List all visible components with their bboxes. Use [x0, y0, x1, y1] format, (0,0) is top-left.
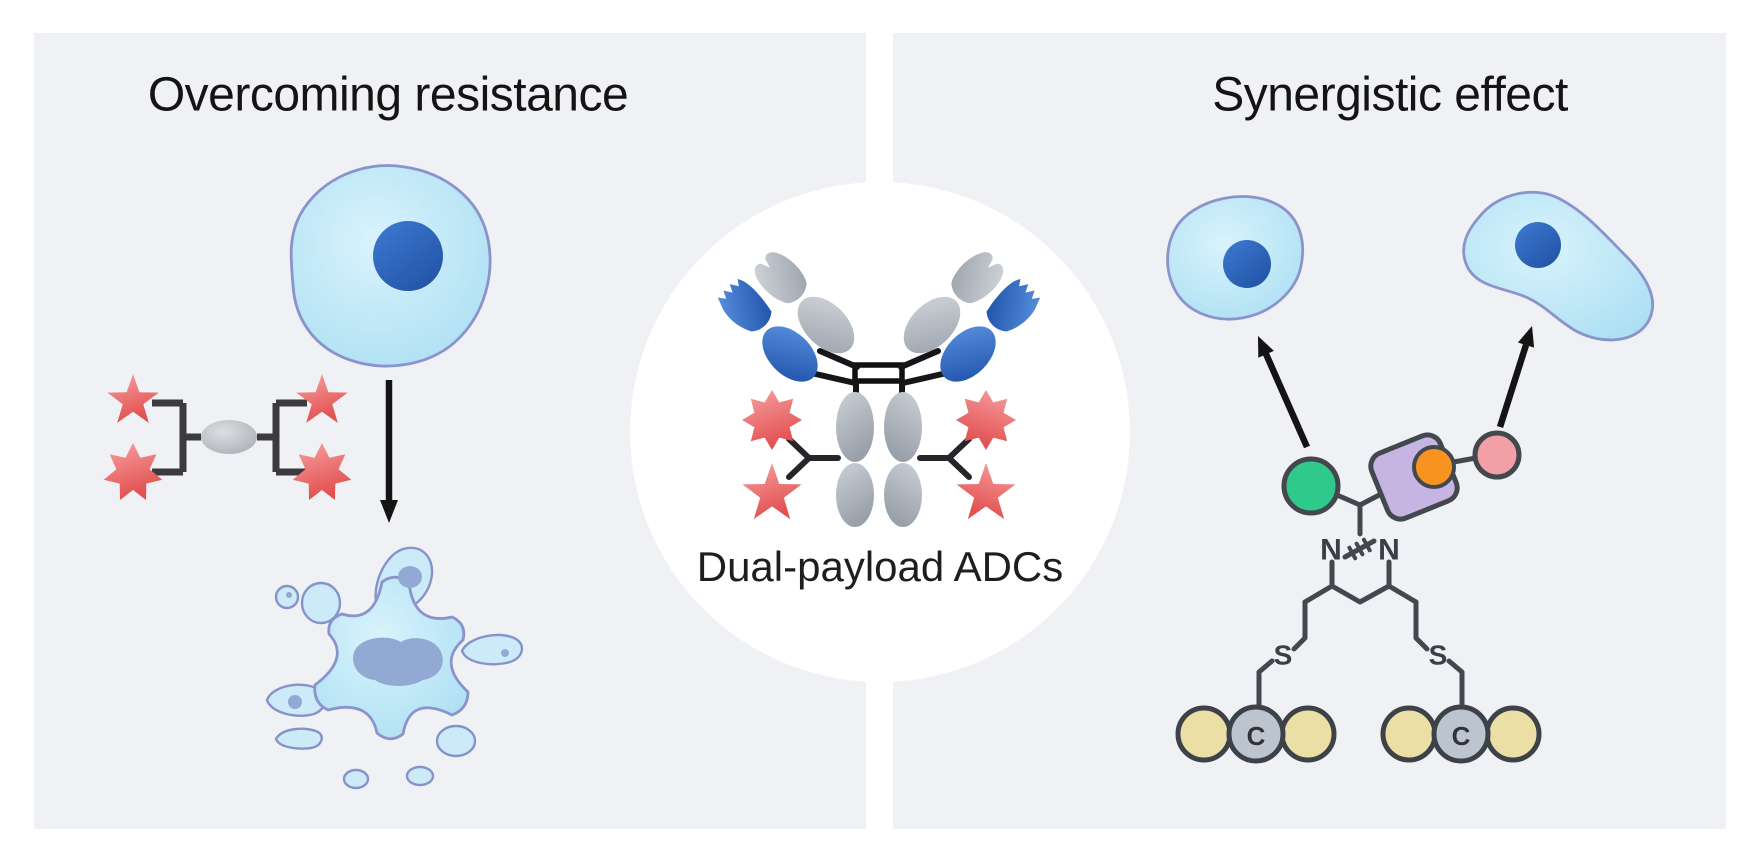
- antibody-right-half: [884, 246, 1045, 527]
- cell-1-nucleus: [1223, 240, 1271, 288]
- ring-bonds: [1302, 559, 1419, 605]
- tumor-cell: [289, 164, 492, 368]
- dual-drug-linker-motif: [103, 374, 352, 500]
- atom-label-n-left: N: [1320, 534, 1342, 567]
- apoptotic-fragment: [435, 724, 477, 758]
- left-panel-title: Overcoming resistance: [147, 68, 629, 122]
- cell-2-body: [1462, 191, 1655, 342]
- apoptotic-fragment: [300, 581, 342, 625]
- cell-2-nucleus: [1515, 222, 1561, 268]
- linker-brackets: [152, 399, 307, 476]
- adc-center-label: Dual-payload ADCs: [696, 543, 1064, 590]
- apoptotic-cell: [265, 546, 524, 790]
- fragment-nucleus-dot: [286, 592, 292, 598]
- antibody-gray-domain: [797, 296, 855, 354]
- payload-linker: [786, 436, 841, 480]
- tumor-cell-nucleus: [373, 221, 443, 291]
- antibody-left-half: [712, 245, 874, 527]
- anchor-c-circle-right: [1431, 704, 1491, 764]
- right-panel-title: Synergistic effect: [1212, 68, 1568, 122]
- arrow-to-cell-2: [1496, 326, 1535, 428]
- antibody-fc-domain: [836, 392, 874, 462]
- fragment-nucleus-dot: [501, 649, 509, 657]
- anchor-tan-circle: [1175, 705, 1233, 763]
- arrow-to-cell-1: [1258, 336, 1310, 449]
- anchor-tan-circle: [1279, 705, 1337, 763]
- hashed-double-bond-ticks: [1347, 537, 1372, 561]
- payload-star-icon: [296, 374, 348, 423]
- atom-label-s-right: S: [1429, 640, 1448, 671]
- linker-chemical-structure: N N S S: [1256, 534, 1465, 708]
- anchor-tan-circle: [1380, 705, 1438, 763]
- apoptotic-fragment: [405, 765, 435, 787]
- left-side-chain: [1256, 599, 1308, 708]
- atom-label-c-right: C: [1452, 721, 1471, 751]
- antibody-fc-domain: [836, 463, 874, 527]
- fragment-nucleus-dot: [398, 566, 422, 588]
- payload-green-circle: [1281, 456, 1341, 516]
- payload-orange-circle: [1412, 445, 1456, 489]
- atom-label-c-left: C: [1247, 721, 1266, 751]
- fragment-nucleus-dot: [288, 695, 302, 709]
- apoptotic-fragment: [274, 727, 323, 750]
- payload-star-icon: [107, 374, 159, 423]
- kill-arrow: [380, 380, 398, 523]
- released-payload-complex: [1281, 430, 1522, 537]
- right-side-chain: [1413, 599, 1465, 708]
- adc-circle-badge: [630, 182, 1130, 682]
- apoptotic-fragment: [342, 768, 370, 790]
- antibody-hinge-disulfide: [852, 362, 905, 384]
- surviving-cell-2: [1462, 191, 1655, 342]
- surviving-cell-1: [1166, 195, 1305, 321]
- payload-pink-circle: [1472, 430, 1522, 480]
- apoptotic-fragment: [460, 633, 524, 666]
- apoptotic-nucleus: [352, 637, 443, 686]
- anchor-c-circle-left: [1226, 704, 1286, 764]
- linker-hub: [201, 420, 257, 454]
- antibody-blue-domain: [762, 326, 818, 382]
- membrane-anchor-row: C C: [1175, 704, 1542, 764]
- atom-label-s-left: S: [1274, 640, 1293, 671]
- payload-burst-icon: [742, 390, 802, 450]
- atom-label-n-right: N: [1378, 534, 1400, 567]
- anchor-tan-circle: [1484, 705, 1542, 763]
